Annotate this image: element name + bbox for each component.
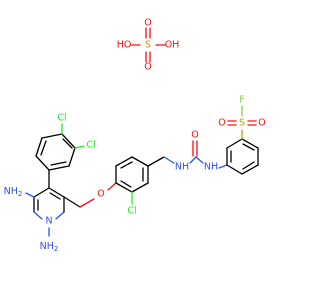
- cl-top-label: Cl: [57, 113, 66, 124]
- s-sulfonyl-label: S: [239, 118, 245, 129]
- cl-ring-label: Cl: [127, 206, 136, 217]
- molecule-structure: HO S O O OH Cl Cl NH2 N NH2 N O Cl NH O …: [4, 18, 266, 254]
- sulfate-o-bottom-label: O: [144, 62, 151, 73]
- chlorobenzyl-ring: [107, 156, 175, 205]
- o-sulfonyl-left-label: O: [218, 118, 225, 129]
- fluorosulfonyl-phenyl-ring: [226, 105, 259, 175]
- urea-linker: [189, 140, 228, 169]
- nh2-top-label: NH2: [4, 186, 23, 199]
- sulfuric-acid: [130, 27, 166, 63]
- nh-right-label: NH: [204, 162, 218, 173]
- pyrimidine-ring: [25, 169, 95, 237]
- dichlorophenyl-ring: [35, 123, 85, 171]
- oh-right-label: OH: [165, 40, 180, 51]
- sulfate-o-top-label: O: [144, 18, 151, 29]
- ho-left-label: HO: [117, 40, 132, 51]
- o-ether-label: O: [97, 189, 104, 200]
- o-sulfonyl-right-label: O: [258, 118, 265, 129]
- f-label: F: [239, 95, 244, 106]
- n-pyrimidine-top-label: N: [45, 216, 52, 227]
- nh-left-label: NH: [175, 162, 189, 173]
- cl-mid-label: Cl: [86, 140, 95, 151]
- sulfate-s-label: S: [145, 40, 151, 51]
- nh2-bottom-label: NH2: [40, 241, 59, 254]
- o-carbonyl-label: O: [191, 130, 198, 141]
